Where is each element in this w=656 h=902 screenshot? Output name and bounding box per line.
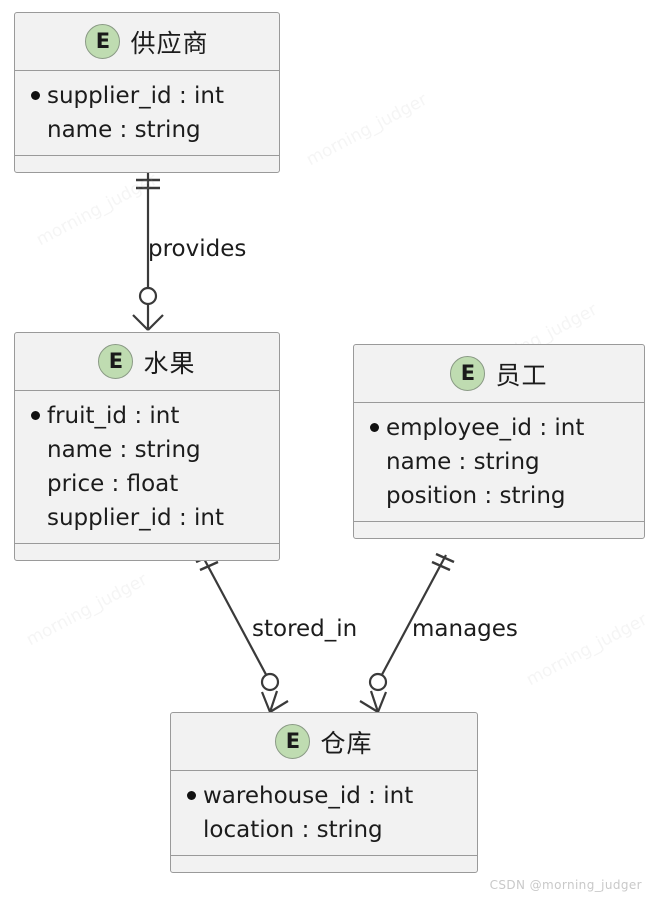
- attribute-row: supplier_id : int: [31, 79, 267, 113]
- entity-employee-footer: [354, 522, 644, 538]
- attribute-text: name : string: [47, 117, 201, 143]
- attribute-text: position : string: [386, 483, 566, 509]
- attribute-text: name : string: [386, 449, 540, 475]
- relationship-manages: [359, 552, 455, 713]
- entity-supplier-title: 供应商: [130, 28, 209, 58]
- entity-icon: E: [450, 356, 486, 391]
- relationship-stored-in: [195, 552, 289, 713]
- attribute-row: name : string: [370, 445, 632, 479]
- entity-fruit[interactable]: E 水果 fruit_id : int name : string price …: [14, 332, 280, 561]
- primary-key-bullet-icon: [370, 411, 386, 445]
- attribute-text: location : string: [203, 817, 383, 843]
- entity-fruit-attributes: fruit_id : int name : string price : flo…: [15, 391, 279, 544]
- entity-warehouse-footer: [171, 856, 477, 872]
- entity-employee[interactable]: E 员工 employee_id : int name : string pos…: [353, 344, 645, 539]
- attribute-row: employee_id : int: [370, 411, 632, 445]
- attribute-row: location : string: [187, 813, 465, 847]
- entity-warehouse[interactable]: E 仓库 warehouse_id : int location : strin…: [170, 712, 478, 873]
- primary-key-bullet-icon: [31, 79, 47, 113]
- attribute-text: employee_id : int: [386, 415, 585, 441]
- attribute-text: name : string: [47, 437, 201, 463]
- entity-icon: E: [98, 344, 134, 379]
- entity-icon: E: [85, 24, 121, 59]
- primary-key-bullet-icon: [187, 779, 203, 813]
- entity-employee-header: E 员工: [354, 345, 644, 403]
- entity-employee-title: 员工: [495, 360, 548, 390]
- entity-warehouse-title: 仓库: [320, 728, 373, 758]
- entity-warehouse-header: E 仓库: [171, 713, 477, 771]
- attribute-row: name : string: [31, 113, 267, 147]
- attribute-text: warehouse_id : int: [203, 783, 414, 809]
- entity-warehouse-attributes: warehouse_id : int location : string: [171, 771, 477, 856]
- entity-fruit-header: E 水果: [15, 333, 279, 391]
- relationship-label-provides: provides: [148, 236, 247, 262]
- attribute-text: supplier_id : int: [47, 505, 224, 531]
- attribute-row: supplier_id : int: [31, 501, 267, 535]
- attribute-text: price : float: [47, 471, 179, 497]
- attribute-row: price : float: [31, 467, 267, 501]
- entity-fruit-footer: [15, 544, 279, 560]
- entity-supplier-header: E 供应商: [15, 13, 279, 71]
- attribute-row: name : string: [31, 433, 267, 467]
- attribute-row: position : string: [370, 479, 632, 513]
- attribute-row: fruit_id : int: [31, 399, 267, 433]
- relationship-label-stored-in: stored_in: [252, 616, 358, 642]
- entity-supplier-footer: [15, 156, 279, 172]
- entity-supplier[interactable]: E 供应商 supplier_id : int name : string: [14, 12, 280, 173]
- relationship-label-manages: manages: [412, 616, 518, 642]
- entity-fruit-title: 水果: [143, 348, 196, 378]
- entity-supplier-attributes: supplier_id : int name : string: [15, 71, 279, 156]
- watermark-credit: CSDN @morning_judger: [489, 878, 642, 892]
- attribute-row: warehouse_id : int: [187, 779, 465, 813]
- entity-employee-attributes: employee_id : int name : string position…: [354, 403, 644, 522]
- relationship-provides: [132, 172, 164, 331]
- primary-key-bullet-icon: [31, 399, 47, 433]
- attribute-text: fruit_id : int: [47, 403, 180, 429]
- attribute-text: supplier_id : int: [47, 83, 224, 109]
- entity-icon: E: [275, 724, 311, 759]
